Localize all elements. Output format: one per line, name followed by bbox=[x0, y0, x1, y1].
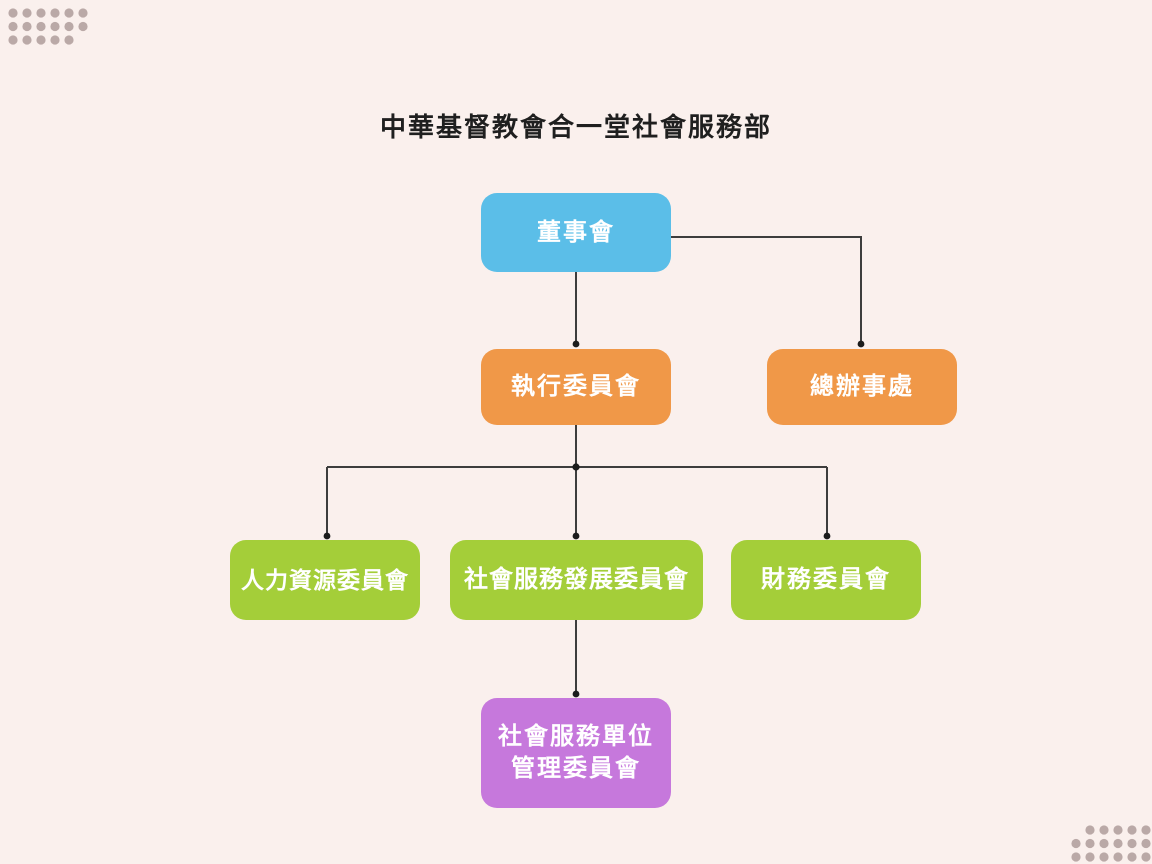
org-node-hr-committee: 人力資源委員會 bbox=[230, 540, 420, 620]
edge-endpoint-dot bbox=[323, 532, 331, 540]
dot-grid-decoration-bottom-right bbox=[1071, 825, 1151, 862]
edge-endpoint-dot bbox=[857, 340, 865, 348]
edge-junction-dot bbox=[572, 463, 580, 471]
org-node-head-office: 總辦事處 bbox=[767, 349, 957, 425]
edge-endpoint-dot bbox=[823, 532, 831, 540]
org-node-board: 董事會 bbox=[481, 193, 671, 272]
org-node-service-development-committee: 社會服務發展委員會 bbox=[450, 540, 703, 620]
org-node-finance-committee: 財務委員會 bbox=[731, 540, 921, 620]
edge-endpoint-dot bbox=[572, 340, 580, 348]
org-node-unit-management-committee: 社會服務單位 管理委員會 bbox=[481, 698, 671, 808]
page-title: 中華基督教會合一堂社會服務部 bbox=[379, 112, 772, 142]
org-node-executive-committee: 執行委員會 bbox=[481, 349, 671, 425]
edge-endpoint-dot bbox=[572, 690, 580, 698]
edge-board-office bbox=[671, 236, 862, 341]
dot-grid-decoration-top-left bbox=[8, 8, 88, 45]
edge-endpoint-dot bbox=[572, 532, 580, 540]
